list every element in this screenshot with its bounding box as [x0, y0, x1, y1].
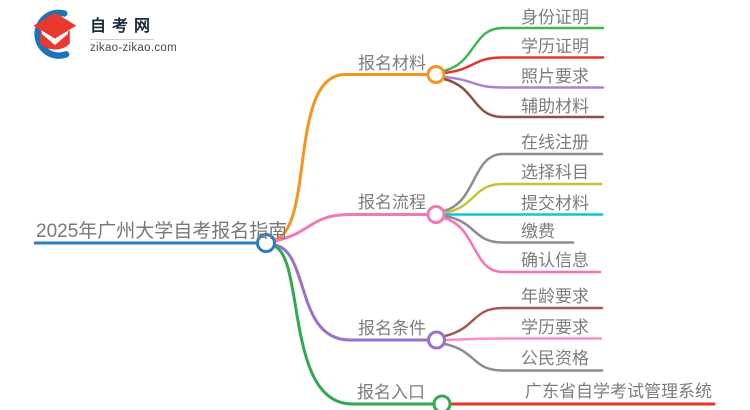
- node-process[interactable]: 报名流程: [358, 193, 426, 212]
- edge-root-requirements: [273, 243, 430, 342]
- site-logo[interactable]: 自考网 zikao-zikao.com: [26, 7, 177, 59]
- process-node-joint[interactable]: [426, 205, 446, 224]
- edge-materials-edu-proof: [442, 56, 605, 75]
- site-name: 自考网: [90, 18, 157, 35]
- edge-requirements-age-req: [443, 306, 604, 338]
- node-citizenship[interactable]: 公民资格: [521, 349, 589, 368]
- logo-text-block: 自考网 zikao-zikao.com: [90, 12, 177, 54]
- entrance-node-joint[interactable]: [432, 394, 452, 410]
- node-requirements[interactable]: 报名条件: [358, 319, 426, 338]
- node-gd-system[interactable]: 广东省自学考试管理系统: [525, 382, 712, 401]
- node-edu-req[interactable]: 学历要求: [521, 318, 589, 337]
- logo-cap-fold: [41, 31, 68, 46]
- node-edu-proof[interactable]: 学历证明: [521, 37, 589, 56]
- node-materials[interactable]: 报名材料: [358, 54, 426, 73]
- root-node-joint[interactable]: [256, 233, 276, 253]
- node-entrance[interactable]: 报名入口: [357, 383, 425, 402]
- edge-requirements-citizenship: [443, 342, 604, 372]
- edge-root-entrance: [272, 244, 436, 406]
- edge-process-payment: [442, 214, 575, 244]
- logo-divider: [90, 39, 154, 40]
- edge-root-materials: [272, 73, 430, 242]
- node-submit-materials[interactable]: 提交材料: [521, 194, 589, 213]
- node-root[interactable]: 2025年广州大学自考报名指南: [36, 221, 288, 242]
- edge-requirements-edu-req: [443, 337, 603, 342]
- node-online-reg[interactable]: 在线注册: [521, 133, 589, 152]
- logo-cap-body: [40, 30, 70, 50]
- site-url: zikao-zikao.com: [90, 42, 177, 54]
- node-id-proof[interactable]: 身份证明: [521, 8, 589, 27]
- edge-root-process: [273, 213, 430, 243]
- edge-materials-auxiliary: [442, 77, 605, 119]
- requirements-node-joint[interactable]: [427, 330, 446, 350]
- node-subject-select[interactable]: 选择科目: [521, 163, 589, 182]
- node-auxiliary[interactable]: 辅助材料: [521, 97, 589, 116]
- node-age-req[interactable]: 年龄要求: [521, 287, 589, 306]
- node-payment[interactable]: 缴费: [521, 222, 555, 241]
- materials-node-joint[interactable]: [426, 65, 446, 84]
- edge-process-confirm-info: [442, 216, 602, 274]
- edge-process-subject-select: [442, 182, 603, 215]
- graduation-cap-icon: [33, 9, 77, 59]
- logo-cap-top: [33, 12, 77, 39]
- node-confirm-info[interactable]: 确认信息: [521, 251, 589, 270]
- edge-materials-photo-req: [442, 75, 605, 89]
- edge-materials-id-proof: [442, 26, 605, 73]
- edge-process-online-reg: [442, 152, 604, 213]
- node-photo-req[interactable]: 照片要求: [521, 67, 589, 86]
